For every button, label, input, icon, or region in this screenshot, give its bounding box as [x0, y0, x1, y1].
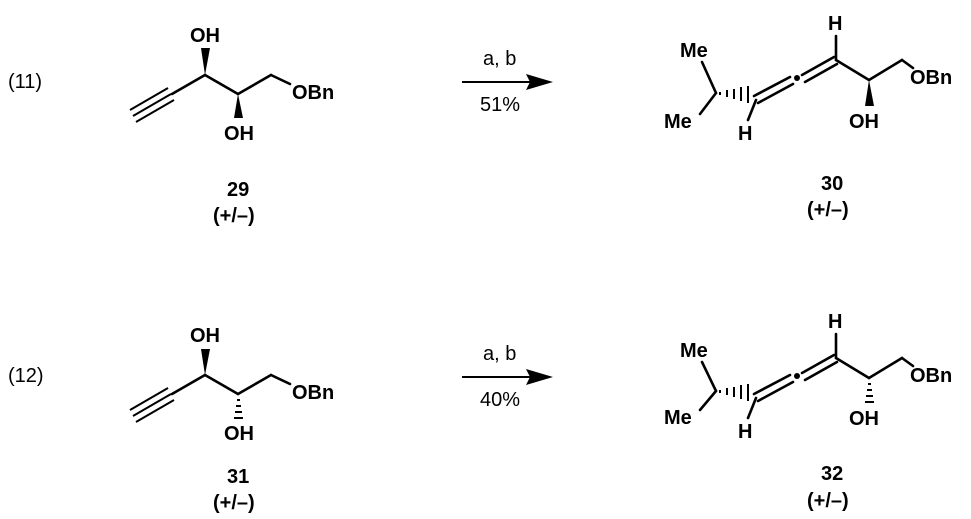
chain-bond [834, 356, 871, 380]
compound-number: 30 [821, 173, 843, 195]
allene-center [794, 373, 800, 379]
compound-number: 29 [227, 179, 249, 201]
hashed-bond [234, 399, 243, 419]
hydrogen-label: H [738, 421, 752, 443]
hydrogen-label: H [828, 311, 842, 333]
allene-center [794, 75, 800, 81]
hydrogen-label: H [738, 123, 752, 145]
hydroxyl-label: OH [849, 408, 879, 430]
compound-number: 32 [821, 463, 843, 485]
stereo-descriptor: (+/–) [213, 205, 255, 227]
chain-bond [700, 60, 718, 95]
product-32: Me Me H H [664, 311, 952, 512]
allene-bond [756, 380, 795, 403]
chain-bond [834, 58, 871, 82]
compound-number: 31 [227, 466, 249, 488]
chain-bond [900, 356, 915, 368]
hydroxyl-label: OH [224, 123, 254, 145]
chain-bond [170, 73, 207, 96]
benzyloxy-label: OBn [292, 82, 334, 104]
reaction-arrow: a, b 40% [462, 343, 553, 411]
methyl-label: Me [664, 111, 692, 133]
allene-bond [803, 360, 839, 382]
yield-label: 51% [480, 94, 520, 116]
equation-12: (12) OH OH OBn 31 (+/–) [8, 311, 952, 514]
h-bond [746, 98, 758, 122]
equation-label: (12) [8, 365, 44, 387]
chain-bond [867, 58, 904, 82]
allene-bond [803, 62, 839, 84]
reaction-arrow: a, b 51% [462, 48, 553, 116]
methyl-label: Me [680, 340, 708, 362]
chain-bond [203, 373, 240, 396]
methyl-label: Me [680, 40, 708, 62]
allene-bond [800, 353, 836, 375]
chain-bond [170, 373, 207, 396]
allene-bond [756, 82, 795, 105]
hydroxyl-label: OH [224, 423, 254, 445]
h-bond [746, 396, 758, 420]
alkyne-bond [129, 387, 175, 423]
methyl-label: Me [664, 407, 692, 429]
allene-bond [752, 373, 792, 396]
alkyne-bond [129, 87, 175, 123]
benzyloxy-label: OBn [292, 382, 334, 404]
chain-bond [698, 91, 718, 116]
hashed-bond [719, 384, 749, 401]
starting-material-29: OH OH OBn 29 (+/–) [129, 25, 334, 227]
wedge-bond [234, 94, 243, 118]
hashed-bond [719, 86, 749, 103]
stereo-descriptor: (+/–) [213, 492, 255, 514]
hydrogen-label: H [828, 13, 842, 35]
yield-label: 40% [480, 389, 520, 411]
hydroxyl-label: OH [190, 325, 220, 347]
chain-bond [236, 73, 273, 96]
product-30: Me Me H H [664, 13, 952, 221]
reagents-label: a, b [483, 48, 516, 70]
chain-bond [900, 58, 915, 70]
wedge-bond [201, 349, 210, 375]
hydroxyl-label: OH [849, 111, 879, 133]
chain-bond [698, 389, 718, 412]
stereo-descriptor: (+/–) [807, 199, 849, 221]
reagents-label: a, b [483, 343, 516, 365]
chain-bond [236, 373, 273, 396]
chain-bond [867, 356, 904, 380]
equation-label: (11) [8, 71, 42, 93]
benzyloxy-label: OBn [910, 365, 952, 387]
stereo-descriptor: (+/–) [807, 490, 849, 512]
chain-bond [700, 360, 718, 393]
hydroxyl-label: OH [190, 25, 220, 47]
chain-bond [269, 373, 292, 386]
chain-bond [269, 73, 292, 86]
starting-material-31: OH OH OBn 31 (+/–) [129, 325, 334, 514]
equation-11: (11) OH OH OBn 29 (+/–) [8, 13, 952, 227]
wedge-bond [865, 80, 874, 106]
wedge-bond [201, 48, 210, 75]
benzyloxy-label: OBn [910, 67, 952, 89]
allene-bond [800, 55, 836, 77]
chain-bond [203, 73, 240, 96]
hashed-bond [865, 383, 874, 403]
allene-bond [752, 75, 792, 98]
